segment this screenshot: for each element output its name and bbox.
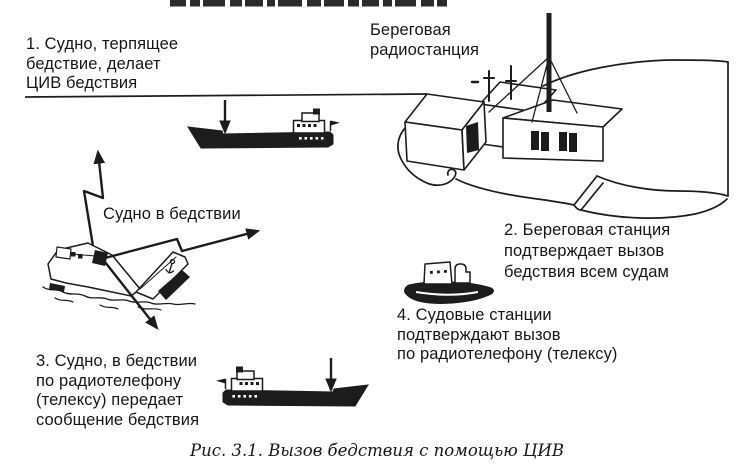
step2-line-2: подтверждает вызов bbox=[504, 242, 665, 260]
signal-arrow-up-icon bbox=[82, 149, 106, 247]
signal-arrows bbox=[82, 149, 261, 330]
step3-line-2: по радиотелефону bbox=[36, 371, 182, 390]
step1-line-1: 1. Судно, терпящее bbox=[26, 35, 179, 53]
step4-label: 4. Судовые станции подтверждают вызов по… bbox=[397, 306, 618, 365]
distress-ship-label: Судно в бедствии bbox=[103, 205, 241, 223]
shore-station-label: Береговая радиостанция bbox=[370, 20, 479, 60]
cargo-ship-top-icon bbox=[188, 100, 340, 148]
coastline bbox=[397, 59, 729, 219]
step2-line-1: 2. Береговая станция bbox=[504, 221, 671, 239]
figure-caption: Рис. 3.1. Вызов бедствия с помощью ЦИВ bbox=[190, 441, 564, 460]
shore-station-line-1: Береговая bbox=[370, 21, 451, 39]
signal-arrow-down-icon bbox=[100, 256, 159, 330]
step2-label: 2. Береговая станция подтверждает вызов … bbox=[504, 220, 670, 283]
signal-arrow-right-icon bbox=[104, 228, 261, 260]
horizon-line bbox=[24, 93, 428, 98]
step4-line-2: подтверждают вызов bbox=[397, 325, 561, 344]
step3-label: 3. Судно, в бедствии по радиотелефону (т… bbox=[36, 352, 199, 430]
step3-line-4: сообщение бедствия bbox=[36, 410, 200, 429]
radio-mast-and-antennas bbox=[470, 13, 578, 123]
anchor-icon bbox=[165, 258, 176, 274]
step1-line-2: бедствие, делает bbox=[26, 54, 161, 73]
cargo-ship-bottom-icon bbox=[216, 358, 368, 406]
step2-line-3: бедствия всем судам bbox=[504, 263, 669, 281]
step3-line-1: 3. Судно, в бедствии bbox=[36, 352, 198, 370]
step3-line-3: (телексу) передает bbox=[36, 391, 184, 409]
step4-line-1: 4. Судовые станции bbox=[397, 306, 552, 324]
shore-station-line-2: радиостанция bbox=[370, 41, 480, 59]
sinking-ship-icon bbox=[42, 242, 196, 311]
step1-label: 1. Судно, терпящее бедствие, делает ЦИВ … bbox=[26, 35, 178, 94]
coast-station-building bbox=[404, 81, 623, 171]
step1-line-3: ЦИВ бедствия bbox=[26, 74, 138, 92]
step4-line-3: по радиотелефону (телексу) bbox=[397, 345, 618, 363]
tugboat-icon bbox=[404, 261, 494, 304]
